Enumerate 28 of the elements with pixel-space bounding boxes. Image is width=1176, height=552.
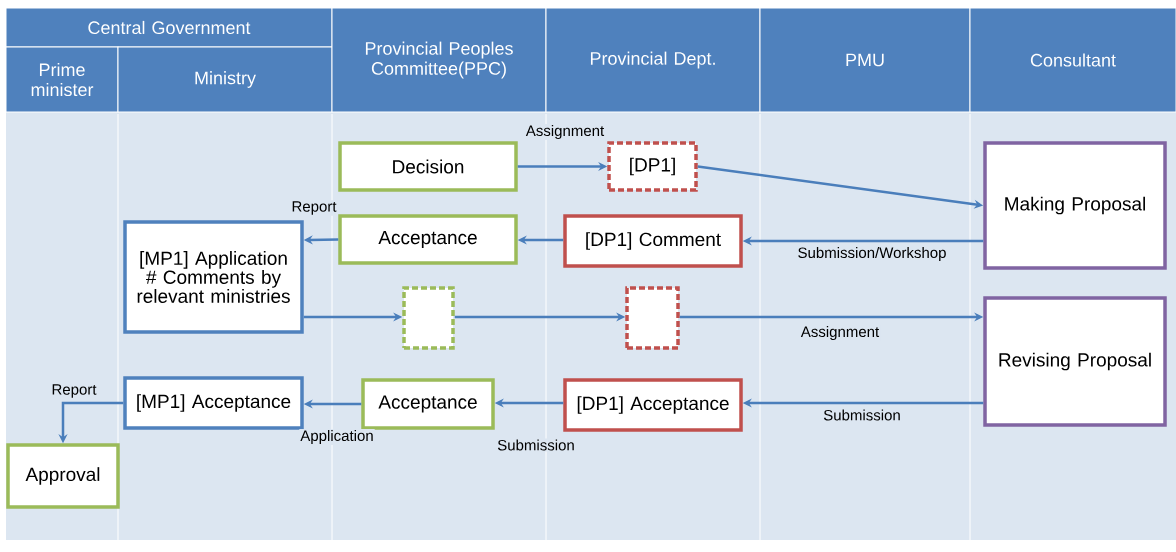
process-box: Acceptance	[361, 378, 495, 430]
edge-label: Submission	[822, 408, 902, 422]
edge-label: Report	[50, 383, 98, 399]
process-box: Approval	[6, 443, 120, 509]
edge-label: Application	[299, 429, 375, 445]
process-box: [DP1] Comment	[563, 214, 743, 268]
header-cell: Ministry	[117, 46, 333, 113]
process-box: Revising Proposal	[983, 296, 1167, 427]
placeholder-box	[402, 286, 455, 350]
process-box: [DP1] Acceptance	[563, 378, 743, 432]
process-box: Decision	[338, 141, 518, 192]
process-box: [MP1] Acceptance	[123, 376, 304, 430]
edge-label: Submission	[496, 438, 576, 452]
process-box: Making Proposal	[983, 141, 1167, 270]
header-cell: PMU	[759, 7, 971, 113]
process-box: Acceptance	[338, 214, 518, 265]
edge-label: Assignment	[524, 124, 606, 140]
header-cell: Provincial Peoples Committee(PPC)	[331, 7, 547, 113]
edge-label: Submission/Workshop	[796, 246, 948, 262]
header-cell: Prime minister	[5, 46, 119, 113]
header-cell: Consultant	[969, 7, 1176, 113]
process-box: [DP1]	[607, 141, 698, 192]
placeholder-box	[625, 286, 680, 350]
edge-label: Report	[290, 200, 338, 216]
process-box: [MP1] Application # Comments by relevant ministries	[123, 220, 304, 334]
header-cell: Provincial Dept.	[545, 7, 761, 113]
header-cell: Central Government	[5, 7, 333, 48]
edge-label: Assignment	[799, 325, 881, 341]
